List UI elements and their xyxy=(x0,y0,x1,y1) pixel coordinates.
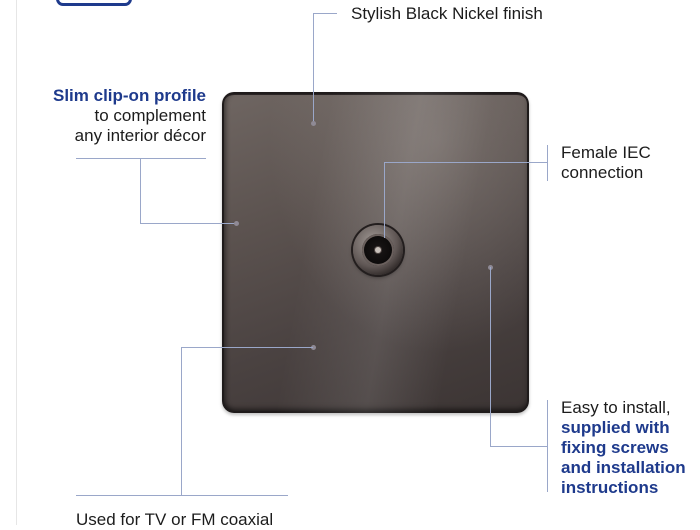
install-leader-vertical xyxy=(490,267,491,446)
install-label-line1: Easy to install, xyxy=(561,398,671,417)
profile-leader-vertical xyxy=(140,158,141,223)
usage-leader-base xyxy=(76,495,288,496)
profile-label-line3: any interior décor xyxy=(74,126,206,145)
tv-socket-plate xyxy=(222,92,529,413)
finish-leader-dot xyxy=(311,121,316,126)
finish-label: Stylish Black Nickel finish xyxy=(351,4,543,23)
socket-recess xyxy=(362,234,394,266)
profile-leader-top xyxy=(76,158,206,159)
install-label-line4: and installation xyxy=(561,458,686,477)
connection-label-line2: connection xyxy=(561,163,644,182)
socket-pin xyxy=(375,247,381,253)
install-leader-horizontal xyxy=(490,446,547,447)
profile-leader-dot xyxy=(234,221,239,226)
profile-label-highlight: Slim clip-on profile xyxy=(52,86,206,105)
install-label-line2: supplied with xyxy=(561,418,670,437)
finish-leader-horizontal xyxy=(313,13,337,14)
usage-leader-horizontal xyxy=(181,347,313,348)
left-border xyxy=(16,0,17,525)
brand-logo xyxy=(56,0,132,6)
install-label-line3: fixing screws xyxy=(561,438,669,457)
connection-leader-horizontal xyxy=(384,162,548,163)
usage-leader-dot xyxy=(311,345,316,350)
connection-label-line1: Female IEC xyxy=(561,143,651,162)
usage-label: Used for TV or FM coaxial xyxy=(76,510,274,529)
connection-bracket xyxy=(547,145,548,181)
install-bracket xyxy=(547,400,548,492)
profile-label-line2: to complement xyxy=(94,106,207,125)
connection-leader-vertical xyxy=(384,162,385,238)
usage-leader-vertical xyxy=(181,347,182,495)
coaxial-socket-icon xyxy=(353,225,403,275)
install-label-line5: instructions xyxy=(561,478,659,497)
profile-leader-horizontal xyxy=(140,223,236,224)
finish-leader-vertical xyxy=(313,13,314,122)
